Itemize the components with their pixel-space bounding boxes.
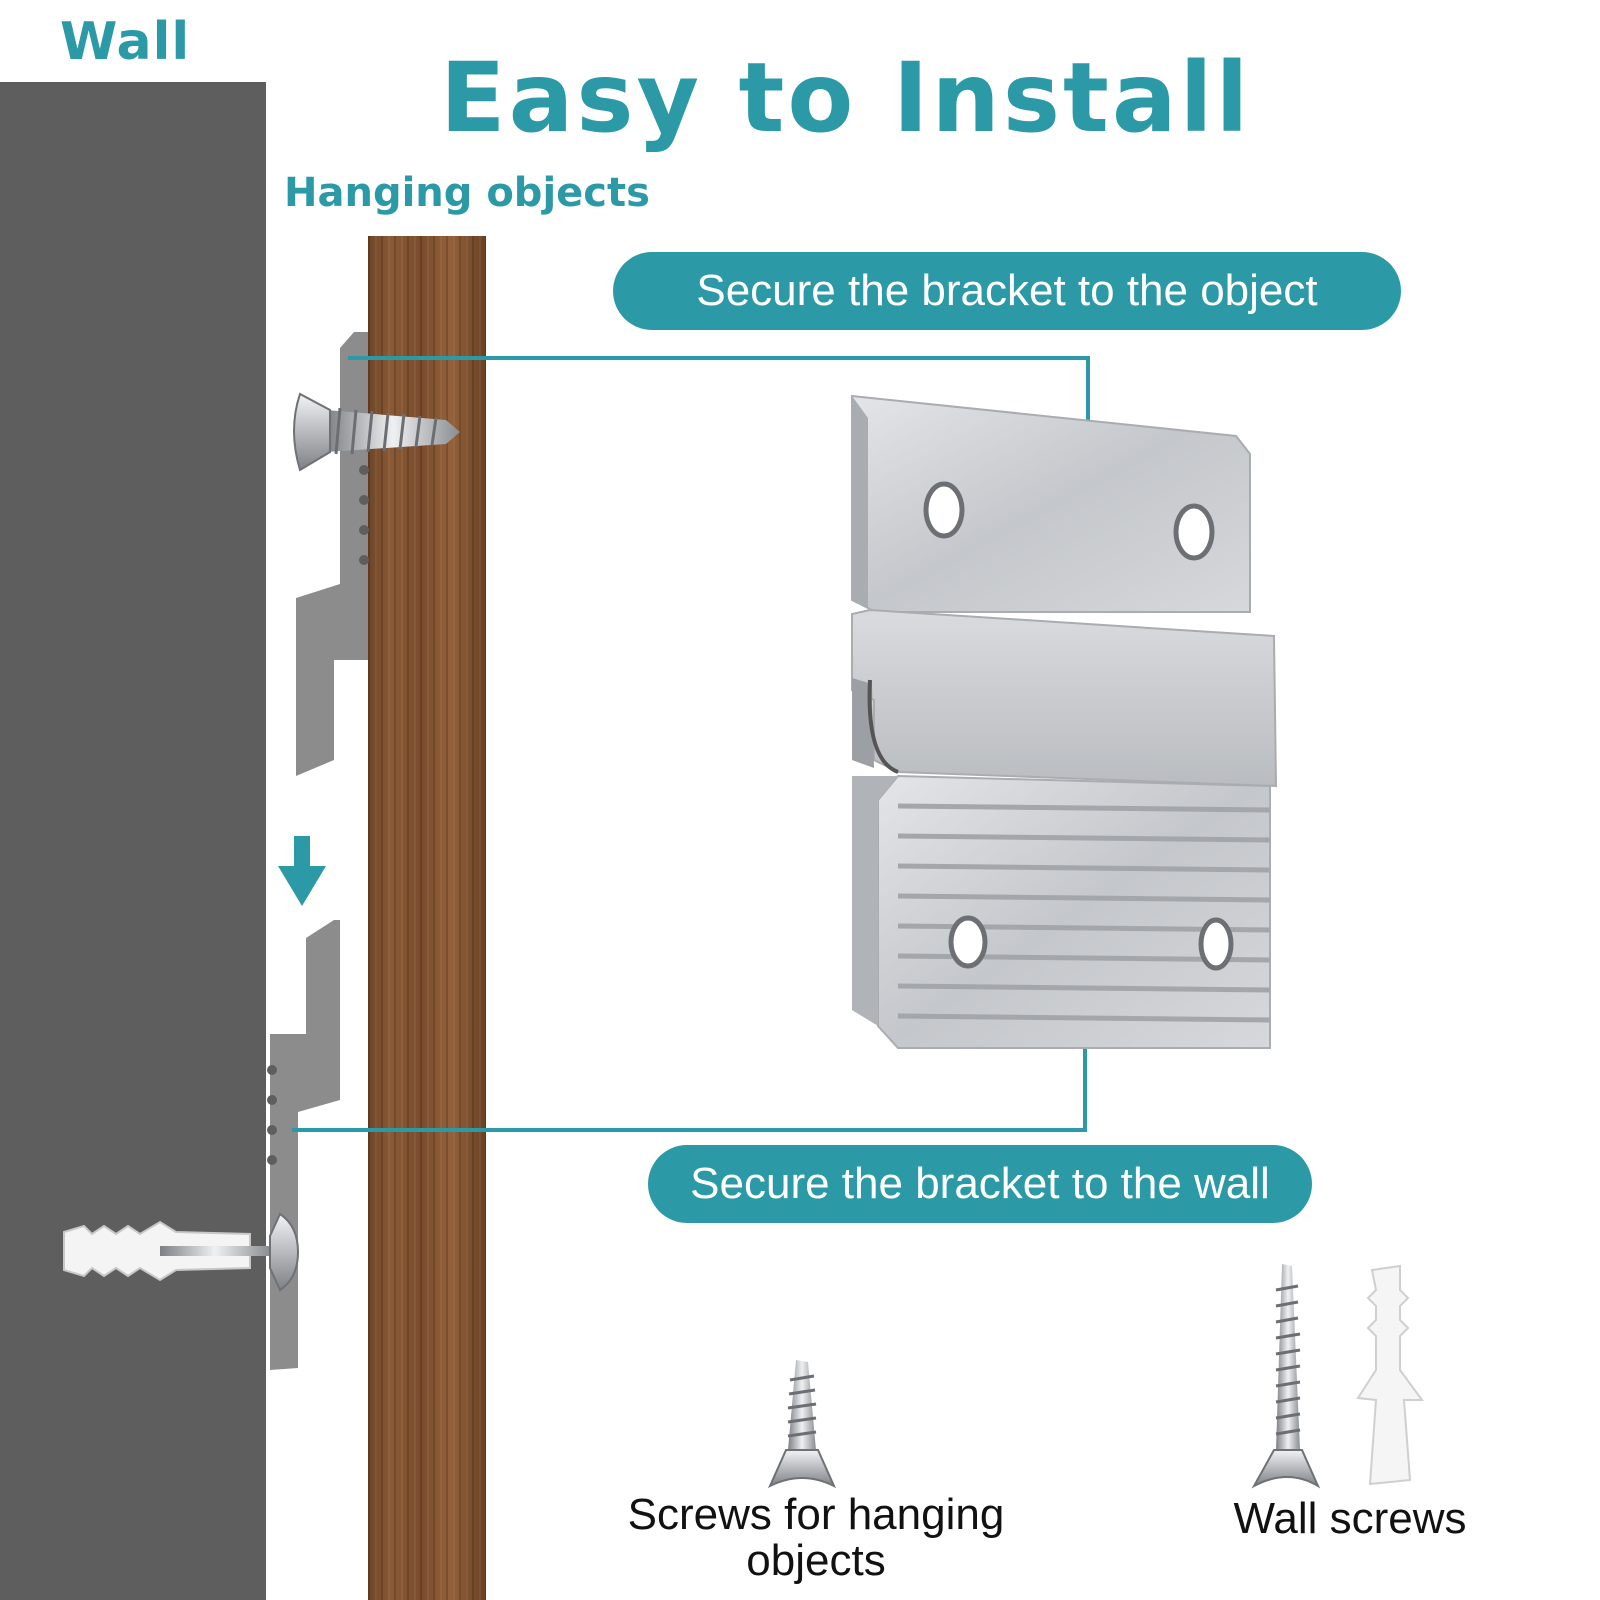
wall-screw-icon <box>1251 1264 1321 1489</box>
wooden-panel <box>368 236 486 1600</box>
bracket-hole <box>948 915 988 969</box>
wall-anchor-icon <box>63 1212 300 1292</box>
wall-label: Wall <box>60 12 191 72</box>
object-bracket-teeth <box>359 465 369 565</box>
bracket-hole <box>923 481 965 539</box>
hanging-screw-icon <box>767 1360 837 1489</box>
secure-to-wall-callout: Secure the bracket to the wall <box>648 1145 1312 1223</box>
page-title: Easy to Install <box>440 42 1252 154</box>
wall-screws-caption: Wall screws <box>1233 1494 1467 1543</box>
bracket-hole <box>1198 917 1234 971</box>
down-arrow-icon <box>278 836 326 906</box>
hanging-screws-caption: Screws for hanging objects <box>627 1490 1005 1585</box>
wall-plug-icon <box>1356 1264 1424 1486</box>
hanging-objects-label: Hanging objects <box>284 170 650 216</box>
wall-bracket-teeth <box>267 1065 277 1165</box>
bracket-hole <box>1173 503 1215 561</box>
object-screw-icon <box>293 392 460 472</box>
z-bracket-icon <box>851 394 1278 1049</box>
secure-to-object-callout: Secure the bracket to the object <box>613 252 1401 330</box>
wall-surface <box>0 82 266 1600</box>
wall-bracket-side-view <box>270 920 340 1370</box>
